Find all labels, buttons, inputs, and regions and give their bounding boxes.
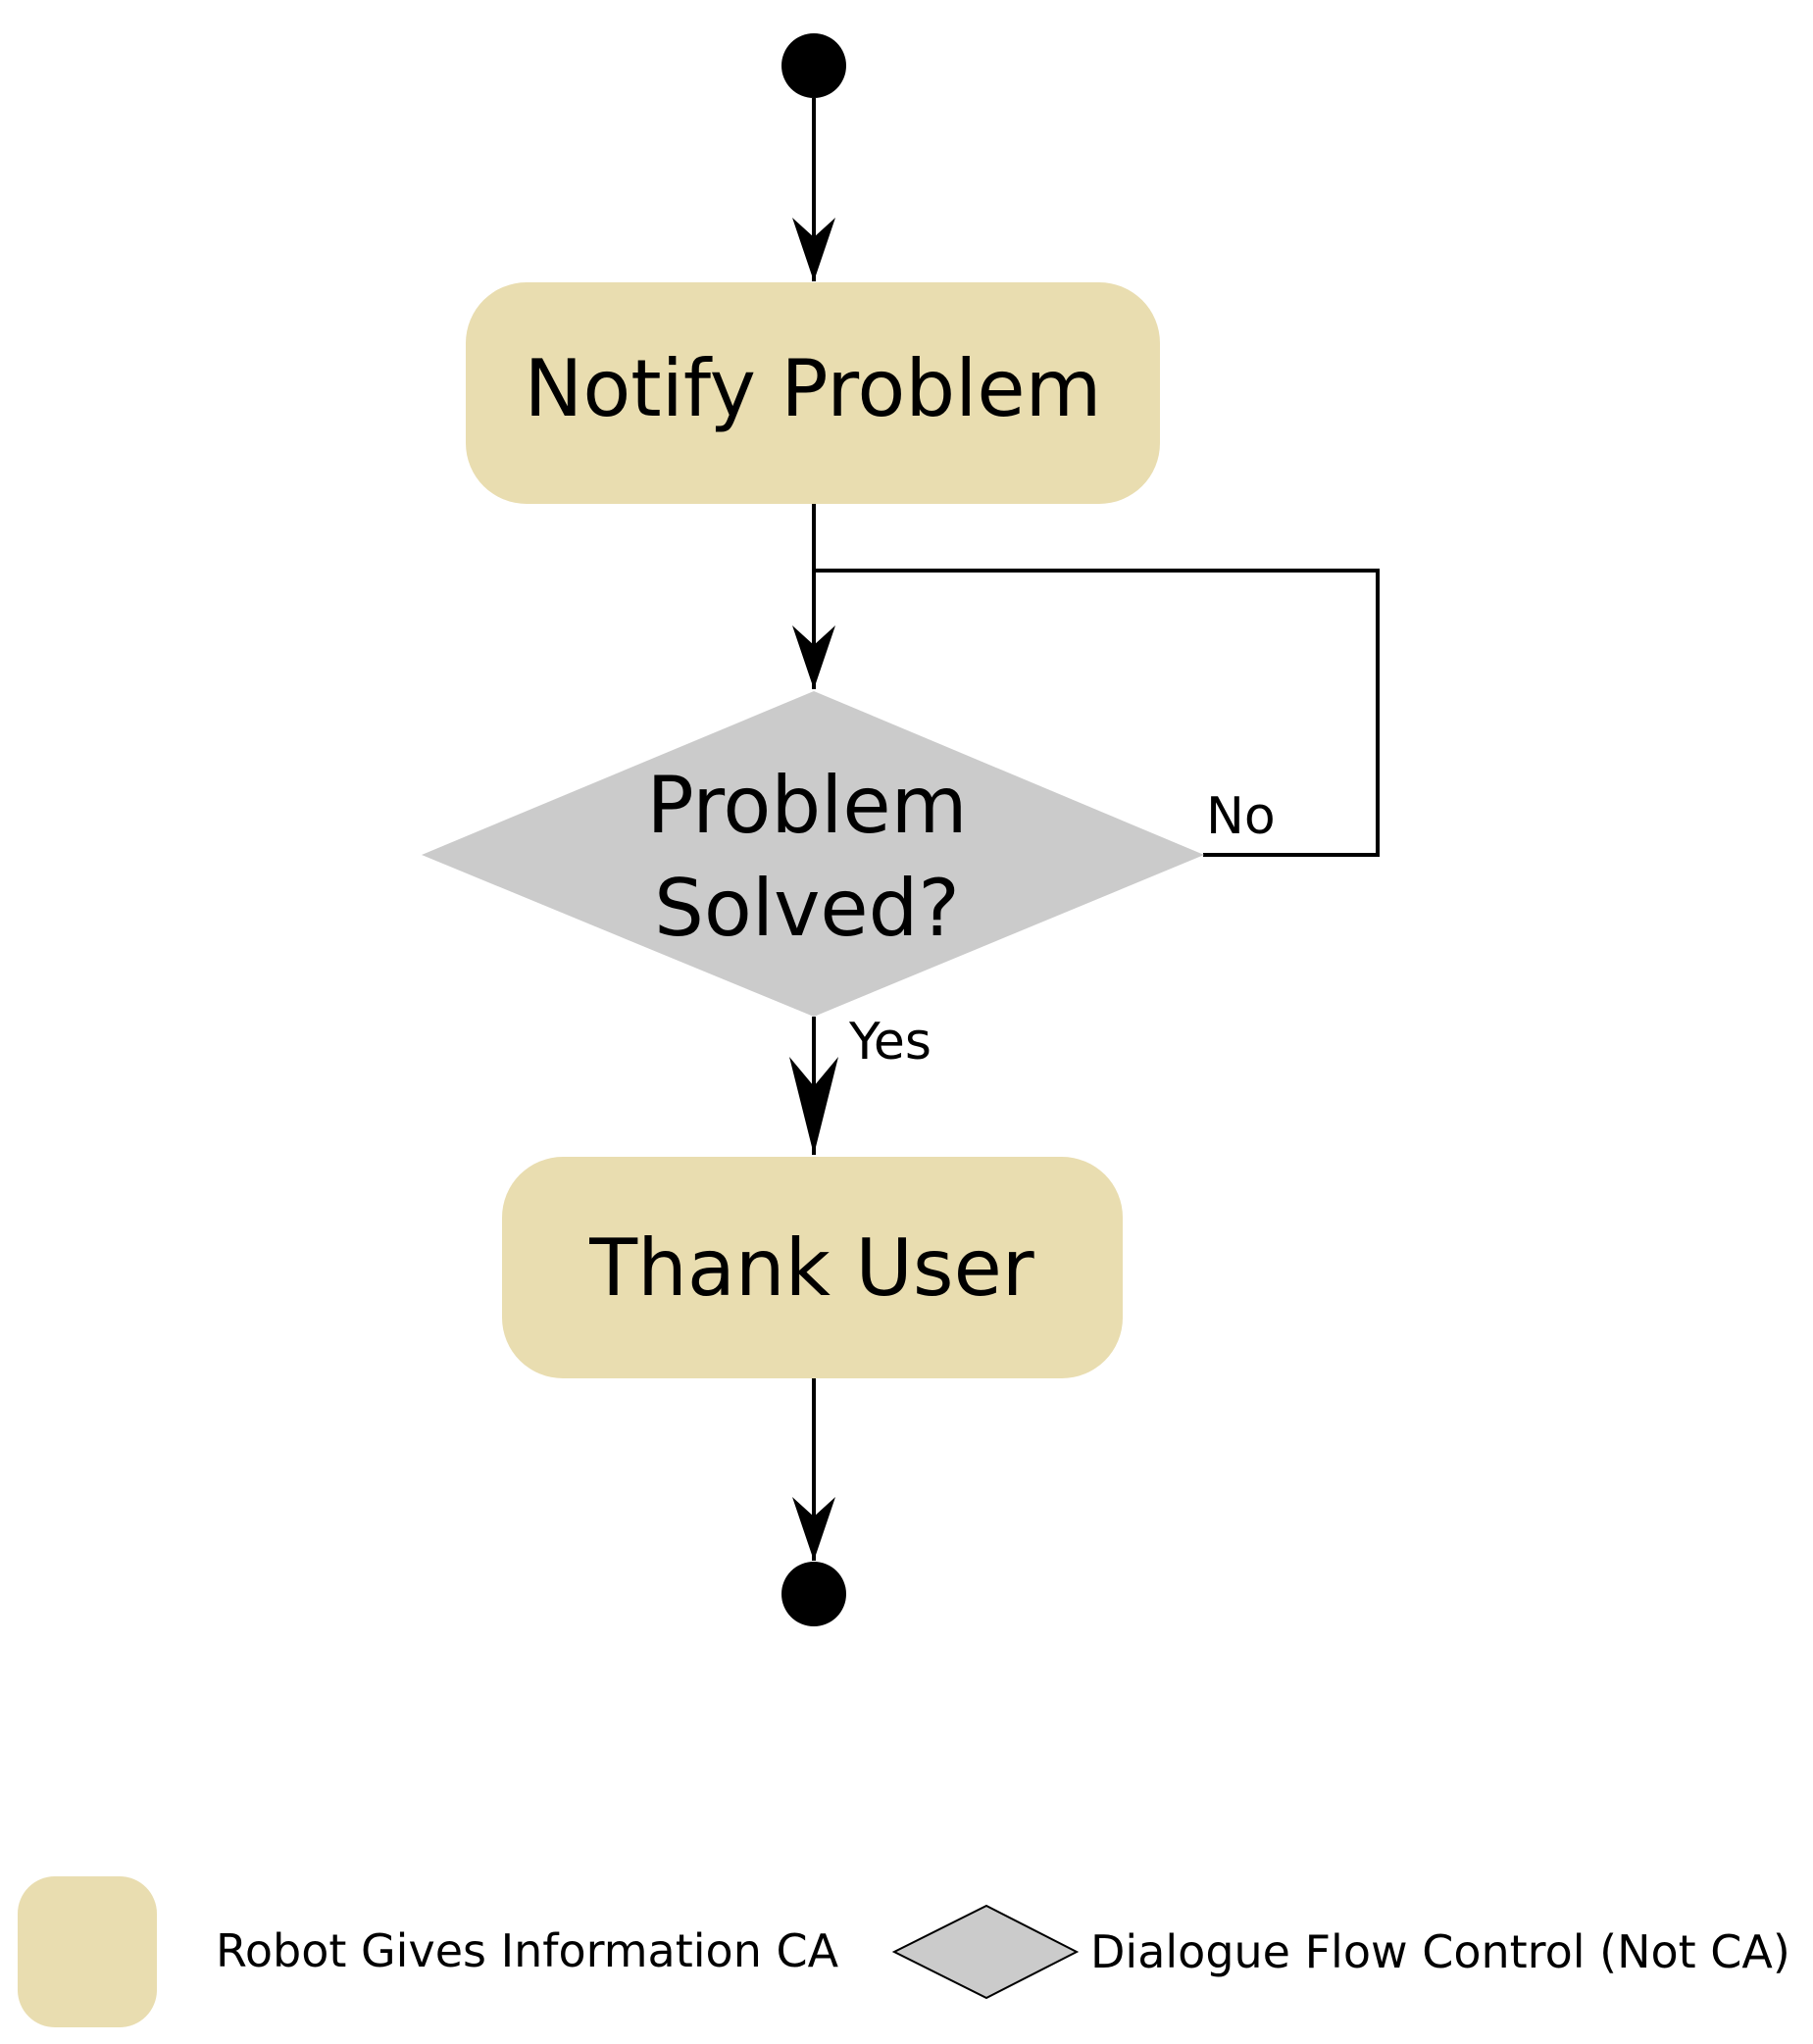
edge-label-yes: Yes xyxy=(848,1013,932,1072)
action-label-thank-user: Thank User xyxy=(588,1222,1034,1314)
legend-action-swatch xyxy=(18,1876,157,2027)
decision-label-line1: Problem xyxy=(646,760,967,851)
decision-label-line2: Solved? xyxy=(654,863,960,954)
arrowhead-notify-to-decision xyxy=(792,625,835,689)
legend-action-label: Robot Gives Information CA xyxy=(216,1924,839,1977)
action-node-notify-problem xyxy=(466,282,1160,504)
start-node xyxy=(781,33,846,98)
end-node xyxy=(781,1562,846,1626)
action-node-thank-user xyxy=(502,1157,1123,1378)
edge-label-no: No xyxy=(1206,787,1276,846)
legend: Robot Gives Information CA Dialogue Flow… xyxy=(18,1876,1790,2027)
arrowhead-start-to-notify xyxy=(792,218,835,281)
decision-node xyxy=(422,691,1204,1017)
arrowhead-thank-to-end xyxy=(792,1497,835,1561)
legend-decision-swatch xyxy=(891,1904,1080,2000)
legend-decision-label: Dialogue Flow Control (Not CA) xyxy=(1090,1925,1790,1978)
action-label-notify-problem: Notify Problem xyxy=(525,343,1102,434)
arrowhead-decision-to-thank xyxy=(789,1057,838,1155)
edge-no-loop xyxy=(816,569,1380,857)
